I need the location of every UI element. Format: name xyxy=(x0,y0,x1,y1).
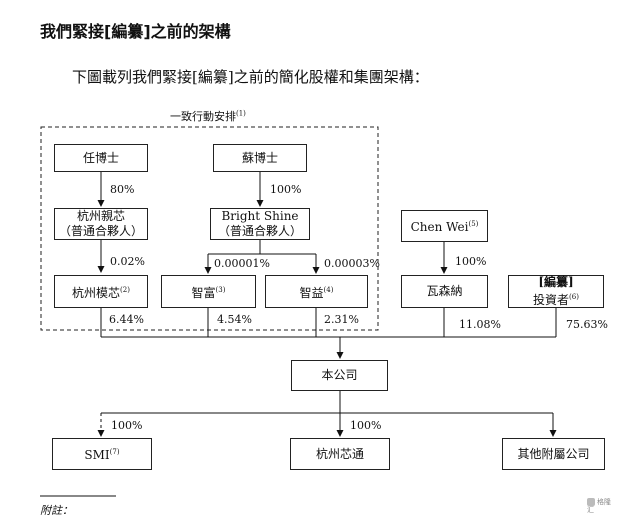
concert-group-label: 一致行動安排(1) xyxy=(170,109,246,123)
pct-bright-zhifu: 0.00001% xyxy=(214,257,270,270)
node-investors: [編纂]投資者(6) xyxy=(508,275,604,308)
pct-qinxin-moxin: 0.02% xyxy=(110,255,145,268)
pct-bright-zhiyi: 0.00003% xyxy=(324,257,380,270)
pct-company-xintong: 100% xyxy=(350,419,382,432)
node-hz-xintong: 杭州芯通 xyxy=(290,438,390,470)
node-chen-wei: Chen Wei(5) xyxy=(401,210,488,242)
page-heading: 我們緊接[編纂]之前的架構 xyxy=(40,22,231,41)
pct-investors-company: 75.63% xyxy=(566,318,608,331)
node-dr-su: 蘇博士 xyxy=(213,144,307,172)
node-company: 本公司 xyxy=(291,360,388,391)
pct-wasenna-company: 11.08% xyxy=(459,318,501,331)
watermark-logo: 格隆汇 xyxy=(587,498,611,514)
node-zhifu: 智富(3) xyxy=(161,275,256,308)
node-other-subsidiaries: 其他附屬公司 xyxy=(502,438,605,470)
pct-zhiyi-company: 2.31% xyxy=(324,313,359,326)
intro-text: 下圖載列我們緊接[編纂]之前的簡化股權和集團架構： xyxy=(72,68,429,86)
node-bright-shine: Bright Shine（普通合夥人） xyxy=(210,208,310,240)
node-smi: SMI(7) xyxy=(52,438,152,470)
node-dr-ren: 任博士 xyxy=(54,144,148,172)
node-hz-qinxin: 杭州親芯（普通合夥人） xyxy=(54,208,148,240)
pct-chen-wasenna: 100% xyxy=(455,255,487,268)
footnote-label: 附註： xyxy=(40,504,73,517)
pct-ren-qinxin: 80% xyxy=(110,183,135,196)
pct-company-smi: 100% xyxy=(111,419,143,432)
node-wasenna: 瓦森納 xyxy=(401,275,488,308)
node-hz-moxin: 杭州模芯(2) xyxy=(54,275,148,308)
pct-moxin-company: 6.44% xyxy=(109,313,144,326)
pct-su-bright: 100% xyxy=(270,183,302,196)
pct-zhifu-company: 4.54% xyxy=(217,313,252,326)
watermark-icon xyxy=(587,498,595,506)
node-zhiyi: 智益(4) xyxy=(265,275,368,308)
concert-group-border xyxy=(40,126,379,331)
